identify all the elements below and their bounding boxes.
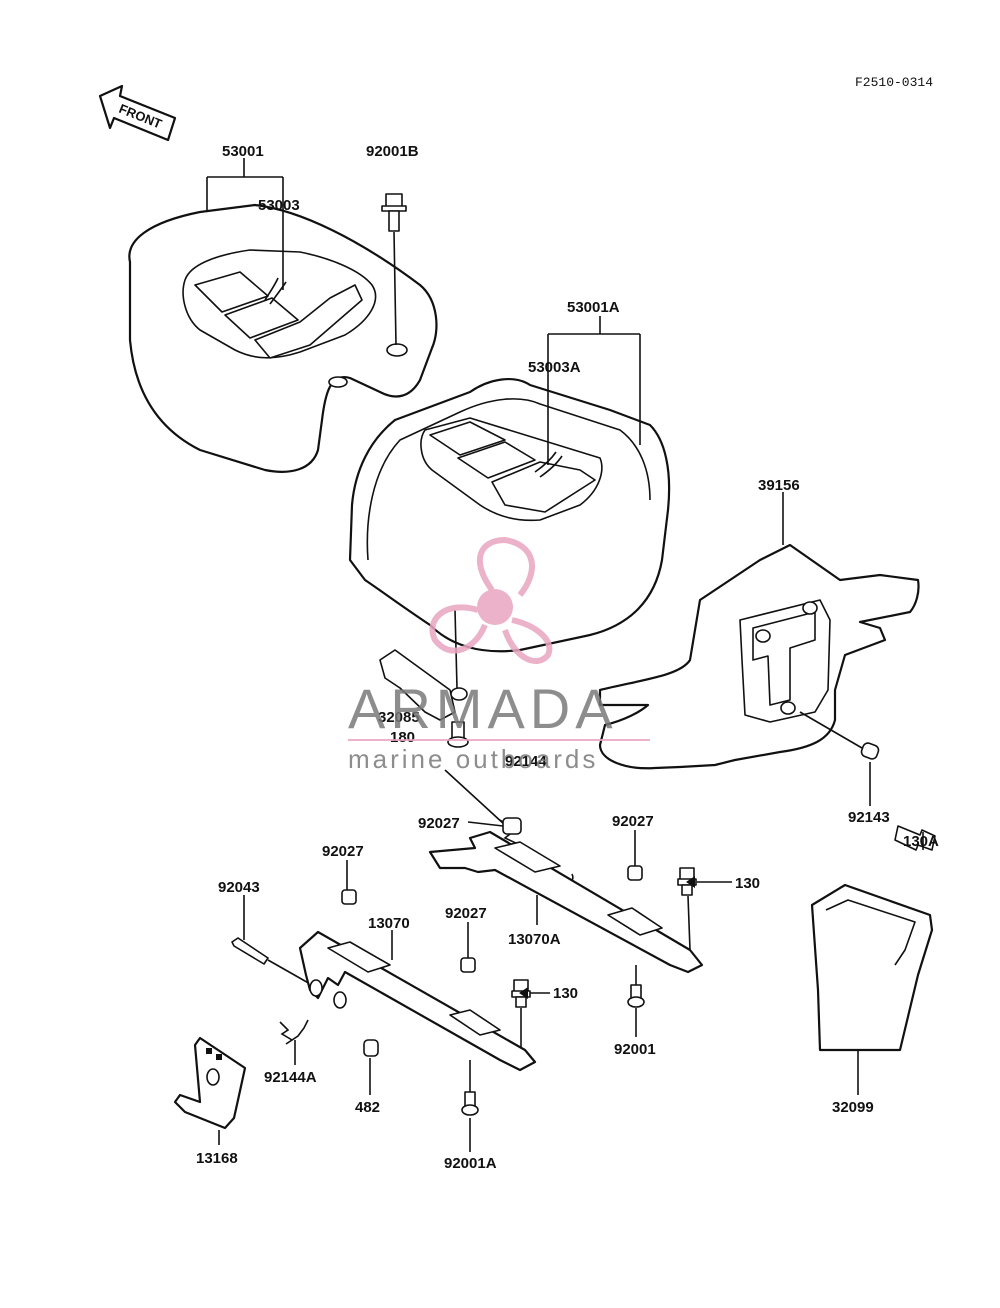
collar-92027-a	[502, 817, 522, 835]
bolt-130A	[894, 825, 936, 851]
label-92027-b: 92027	[612, 813, 654, 830]
label-53003: 53003	[258, 197, 300, 214]
label-92027-a: 92027	[418, 815, 460, 832]
diagram-code: F2510-0314	[855, 75, 933, 90]
bolt-92001A	[461, 1060, 479, 1116]
part-labels: 53001 53003 92001B 53001A 53003A 39156 3…	[196, 143, 939, 1172]
collar-92027-b	[627, 865, 643, 881]
arm-13070	[298, 930, 537, 1072]
leader-lines	[206, 158, 924, 1152]
label-92001A: 92001A	[444, 1155, 497, 1172]
label-92027-c: 92027	[322, 843, 364, 860]
bolt-92001	[627, 965, 645, 1008]
pin-92043	[231, 937, 313, 986]
label-13070A: 13070A	[508, 931, 561, 948]
label-130-b: 130	[553, 985, 578, 1002]
arm-13070A	[428, 830, 704, 974]
front-arrow-icon: FRONT	[98, 84, 177, 142]
label-130A: 130A	[903, 833, 939, 850]
label-53001A: 53001A	[567, 299, 620, 316]
label-92001: 92001	[614, 1041, 656, 1058]
label-39156: 39156	[758, 477, 800, 494]
label-92027-d: 92027	[445, 905, 487, 922]
carrier-39156	[598, 543, 920, 770]
label-180: 180	[390, 729, 415, 746]
label-92001B: 92001B	[366, 143, 419, 160]
collar-92027-c	[341, 889, 357, 905]
bracket-32085	[379, 649, 468, 721]
label-53003A: 53003A	[528, 359, 581, 376]
label-32085: 32085	[378, 709, 420, 726]
label-13168: 13168	[196, 1150, 238, 1167]
label-92143: 92143	[848, 809, 890, 826]
bracket-13168	[173, 1036, 247, 1130]
seat-53001A	[348, 378, 671, 689]
label-92144: 92144	[505, 753, 547, 770]
watermark: ARMADA marine outboards	[348, 536, 650, 774]
collar-92143	[860, 742, 880, 760]
bolt-92001B	[381, 193, 407, 346]
spring-92144A	[279, 1019, 309, 1045]
propeller-logo-icon	[429, 536, 553, 664]
collar-92027-d	[460, 957, 476, 973]
label-92144A: 92144A	[264, 1069, 317, 1086]
label-130-a: 130	[735, 875, 760, 892]
watermark-brand: ARMADA	[348, 677, 618, 740]
watermark-tagline: marine outboards	[348, 744, 598, 774]
nut-482	[363, 1039, 379, 1057]
case-32099	[810, 883, 934, 1052]
label-13070: 13070	[368, 915, 410, 932]
label-53001: 53001	[222, 143, 264, 160]
label-482: 482	[355, 1099, 380, 1116]
seat-53001	[128, 203, 438, 473]
label-32099: 32099	[832, 1099, 874, 1116]
label-92043: 92043	[218, 879, 260, 896]
